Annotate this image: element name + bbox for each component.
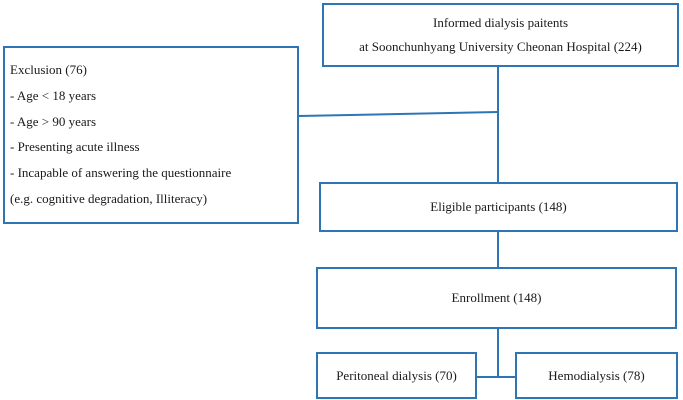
exclusion-title: Exclusion (76) — [10, 62, 87, 77]
eligible-participants-box: Eligible participants (148) — [319, 182, 678, 232]
exclusion-criterion-acute-illness: - Presenting acute illness — [10, 139, 140, 155]
exclusion-criterion-age-max: - Age > 90 years — [10, 113, 97, 129]
enrollment-label: Enrollment (148) — [451, 290, 542, 306]
informed-patients-box: Informed dialysis paitents at Soonchunhy… — [322, 3, 679, 67]
hemodialysis-label: Hemodialysis (78) — [548, 367, 645, 383]
peritoneal-dialysis-box: Peritoneal dialysis (70) — [316, 352, 477, 399]
exclusion-box: Exclusion (76) - Age < 18 years - Age > … — [3, 46, 299, 224]
hemodialysis-box: Hemodialysis (78) — [515, 352, 678, 399]
informed-line-2: at Soonchunhyang University Cheonan Hosp… — [359, 39, 642, 54]
enrollment-box: Enrollment (148) — [316, 267, 677, 329]
informed-line-1: Informed dialysis paitents — [432, 15, 569, 31]
exclusion-criterion-age-min: - Age < 18 years — [10, 87, 97, 103]
connector-to-exclusion — [298, 111, 499, 117]
peritoneal-label: Peritoneal dialysis (70) — [336, 367, 457, 383]
eligible-label: Eligible participants (148) — [430, 199, 567, 215]
exclusion-criterion-questionnaire: - Incapable of answering the questionnai… — [10, 165, 232, 181]
exclusion-criterion-example: (e.g. cognitive degradation, Illiteracy) — [10, 190, 208, 206]
